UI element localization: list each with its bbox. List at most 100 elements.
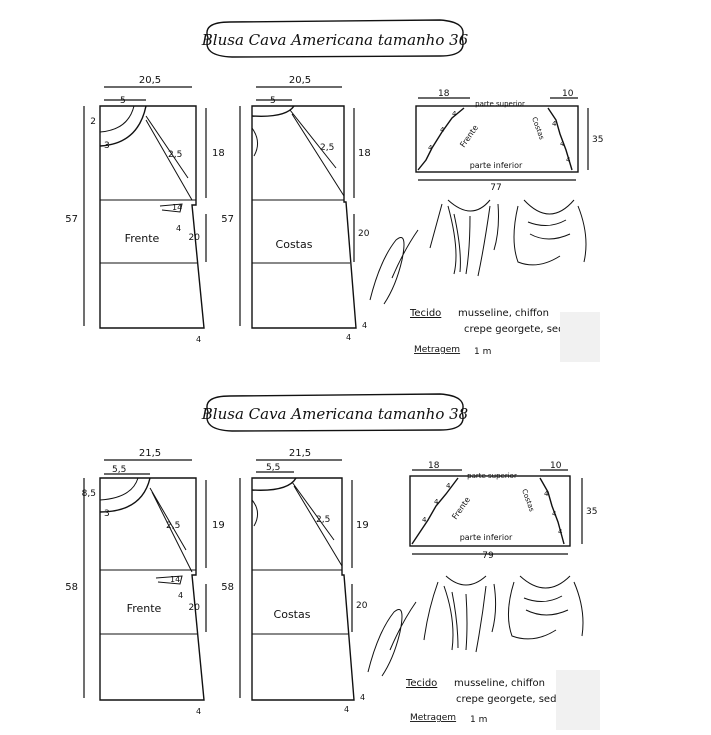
collar-left-width-value: 18 <box>428 461 440 471</box>
back-width-value: 21,5 <box>289 448 311 459</box>
page-title: Blusa Cava Americana tamanho 36 <box>201 31 469 49</box>
blouse-illustration-front <box>423 575 497 653</box>
fabric-label: Tecido <box>405 678 437 689</box>
front-neck-width-value: 5 <box>120 96 126 106</box>
front-neck-inner <box>99 105 135 133</box>
collar-top-label: parte superior <box>475 100 525 108</box>
fabric-value-2: crepe georgete, seda <box>464 324 571 335</box>
title-banner: Blusa Cava Americana tamanho 36 <box>201 19 469 58</box>
front-drape-line <box>149 487 193 573</box>
collar-mark: 4 <box>440 126 445 134</box>
back-ruffle-value: 2,5 <box>320 143 334 153</box>
collar-right-width-value: 10 <box>562 89 574 99</box>
front-neck-curve-value: 3 <box>104 141 110 151</box>
front-label: Frente <box>127 602 162 615</box>
back-pattern-piece: Costas 21,5 5,5 58 19 20 2,5 4 4 <box>221 448 368 714</box>
blouse-illustration-front <box>429 199 499 277</box>
back-hem-value: 4 <box>346 333 351 342</box>
back-ruffle-value: 2,5 <box>316 515 330 525</box>
front-length-value: 57 <box>65 214 78 225</box>
front-neck-depth-value: 8,5 <box>82 489 96 499</box>
front-neck-width-value: 5,5 <box>112 465 126 475</box>
page-title: Blusa Cava Americana tamanho 38 <box>201 405 468 423</box>
back-drape-line <box>291 481 343 567</box>
back-hip-value: 20 <box>358 229 370 239</box>
collar-left-width-value: 18 <box>438 89 450 99</box>
fabric-value-1: musseline, chiffon <box>454 678 545 689</box>
front-width-value: 20,5 <box>139 75 161 86</box>
signature <box>369 229 419 305</box>
collar-back-diagonal <box>539 477 565 545</box>
section-size-38: Blusa Cava Americana tamanho 38 Frente 2… <box>65 393 597 725</box>
back-neck-width-value: 5 <box>270 96 276 106</box>
signature <box>367 601 417 677</box>
back-pattern-piece: Costas 20,5 5 57 18 20 2,5 4 4 <box>221 75 370 342</box>
scan-edge-block <box>560 312 600 362</box>
collar-bottom-label: parte inferior <box>470 161 523 170</box>
front-side-pin-value: 4 <box>176 224 181 233</box>
back-label: Costas <box>276 238 313 251</box>
front-length-value: 58 <box>65 582 78 593</box>
front-neckline <box>99 105 147 147</box>
front-outline <box>99 477 205 701</box>
front-outline <box>99 105 205 329</box>
front-neck-curve-value: 3 <box>104 509 110 519</box>
collar-mark: 4 <box>428 144 433 152</box>
front-width-value: 21,5 <box>139 448 161 459</box>
fabric-note: Tecido musseline, chiffon crepe georgete… <box>409 308 571 357</box>
collar-mark: 4 <box>544 490 549 498</box>
back-neckline <box>251 105 295 117</box>
fabric-value-1: musseline, chiffon <box>458 308 549 319</box>
collar-pattern-piece: 18 10 parte superior parte inferior Fren… <box>415 89 603 193</box>
collar-mark: 4 <box>566 156 571 164</box>
back-drape-line <box>289 109 345 197</box>
back-bust-value: 19 <box>356 520 369 531</box>
yardage-label: Metragem <box>414 345 460 355</box>
back-side-pin-value: 4 <box>362 321 367 330</box>
scan-edge-block <box>556 670 600 730</box>
collar-mark: 4 <box>446 482 451 490</box>
back-armhole-curve <box>251 499 258 527</box>
collar-front-label: Frente <box>450 495 472 521</box>
front-pattern-piece: Frente 20,5 5 2 3 57 18 20 2,5 14 4 4 <box>65 75 224 344</box>
blouse-illustration-back <box>513 199 587 266</box>
collar-back-label: Costas <box>520 488 536 513</box>
yardage-value: 1 m <box>474 347 491 357</box>
back-hem-value: 4 <box>344 705 349 714</box>
front-hem-value: 4 <box>196 335 201 344</box>
front-bust-value: 18 <box>212 148 225 159</box>
collar-right-width-value: 10 <box>550 461 562 471</box>
blouse-illustration-back <box>508 575 584 640</box>
front-drape-line <box>145 115 193 201</box>
front-armhole-dart <box>155 575 183 585</box>
back-neck-width-value: 5,5 <box>266 463 280 473</box>
front-hip-value: 20 <box>189 603 201 613</box>
front-armhole-dart <box>159 203 183 213</box>
back-armhole-curve <box>251 127 258 157</box>
front-neckline <box>99 477 151 513</box>
back-hip-value: 20 <box>356 601 368 611</box>
collar-outline <box>415 105 579 173</box>
collar-front-diagonal <box>411 477 459 545</box>
collar-back-diagonal <box>547 107 573 171</box>
back-outline <box>251 477 355 701</box>
fabric-label: Tecido <box>409 308 441 319</box>
collar-front-label: Frente <box>458 123 480 149</box>
front-bust-value: 19 <box>212 520 225 531</box>
back-label: Costas <box>274 608 311 621</box>
front-label: Frente <box>125 232 160 245</box>
back-bust-value: 18 <box>358 148 371 159</box>
collar-mark: 4 <box>434 498 439 506</box>
back-outline <box>251 105 357 329</box>
yardage-value: 1 m <box>470 715 487 725</box>
collar-top-label: parte superior <box>467 472 517 480</box>
yardage-label: Metragem <box>410 713 456 723</box>
collar-pattern-piece: 18 10 parte superior parte inferior Fren… <box>409 461 597 561</box>
front-hem-value: 4 <box>196 707 201 716</box>
collar-mark: 4 <box>552 510 557 518</box>
back-neckline <box>251 477 297 491</box>
fabric-note: Tecido musseline, chiffon crepe georgete… <box>405 678 563 725</box>
back-side-pin-value: 4 <box>360 693 365 702</box>
back-length-value: 58 <box>221 582 234 593</box>
